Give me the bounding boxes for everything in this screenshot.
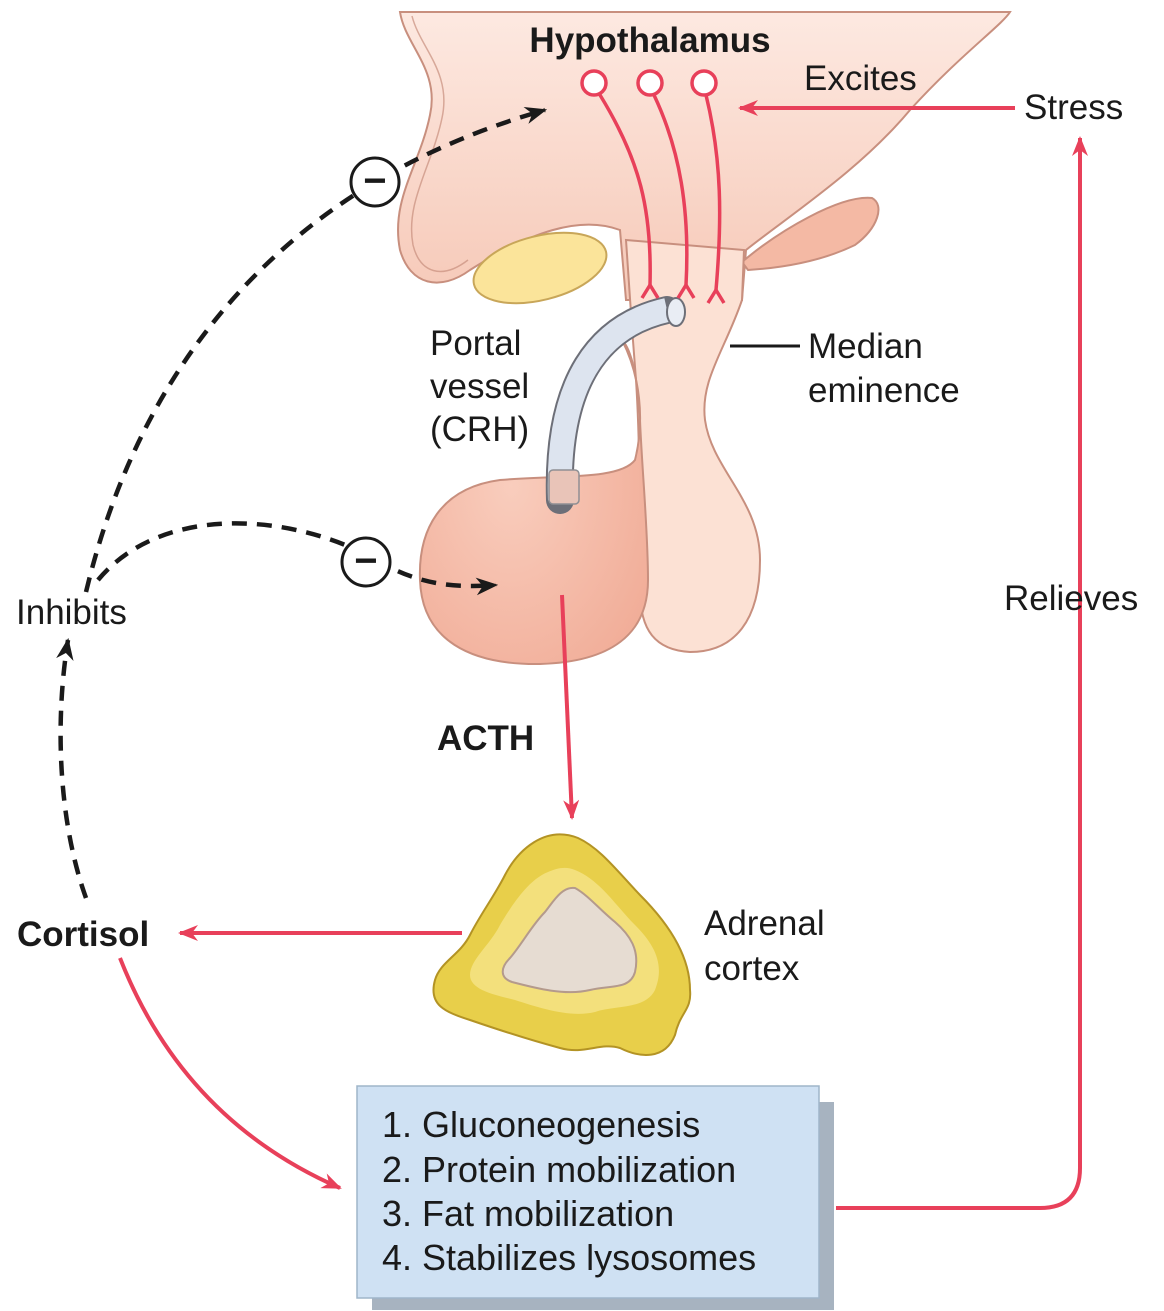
cortisol-to-effects-arrow: [118, 957, 342, 1190]
inhibit-hypothalamus-arrow: [83, 106, 548, 593]
hypothalamic-neurons: [580, 69, 726, 304]
effect-item-4: 4. Stabilizes lysosomes: [382, 1237, 756, 1278]
optic-chiasm: [472, 231, 608, 305]
label-cortisol: Cortisol: [17, 915, 149, 954]
effect-item-3: 3. Fat mobilization: [382, 1193, 674, 1234]
label-stress: Stress: [1024, 88, 1123, 127]
acth-arrow: [560, 594, 580, 820]
portal-vessel: [545, 296, 686, 514]
minus-circle-pituitary: −: [340, 536, 392, 588]
inhibit-pituitary-arrow: [96, 521, 499, 596]
label-median-eminence-2: eminence: [808, 371, 960, 410]
excitatory-arrows: [118, 100, 1088, 1210]
inhibitory-arrows: [56, 106, 548, 899]
cortisol-to-inhibits-arrow: [56, 637, 89, 899]
label-excites: Excites: [804, 59, 917, 98]
adrenal-cortex: [432, 833, 692, 1056]
label-portal-vessel-2: vessel: [430, 367, 529, 406]
label-portal-vessel-1: Portal: [430, 324, 521, 363]
effect-item-1: 1. Gluconeogenesis: [382, 1104, 700, 1145]
minus-circle-hypothalamus: −: [349, 156, 401, 208]
label-adrenal-cortex-1: Adrenal: [704, 904, 825, 943]
minus-sign: −: [363, 159, 386, 203]
label-acth: ACTH: [437, 719, 534, 758]
mammillary-body: [740, 196, 880, 272]
minus-sign: −: [354, 539, 377, 583]
label-portal-vessel-3: (CRH): [430, 410, 529, 449]
label-relieves: Relieves: [1004, 579, 1138, 618]
label-median-eminence-1: Median: [808, 327, 923, 366]
label-hypothalamus: Hypothalamus: [529, 21, 770, 60]
effect-item-2: 2. Protein mobilization: [382, 1149, 736, 1190]
label-adrenal-cortex-2: cortex: [704, 949, 800, 988]
effects-box: [356, 1085, 834, 1310]
relieves-arrow: [836, 136, 1088, 1210]
label-inhibits: Inhibits: [16, 593, 127, 632]
